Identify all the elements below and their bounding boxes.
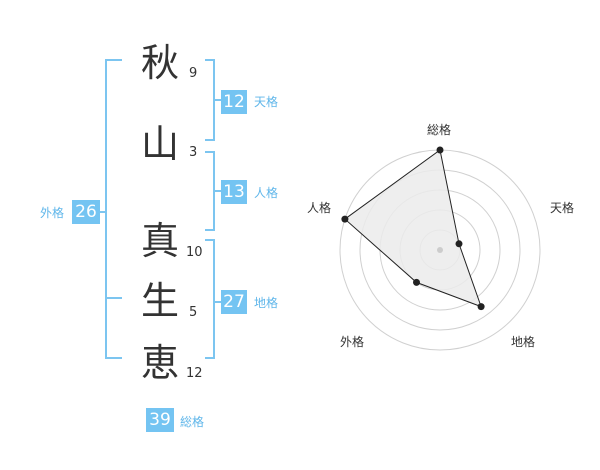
chikaku-label: 地格 [254,296,279,310]
soukaku-value: 39 [146,408,174,432]
radar-polygon [344,149,482,308]
gaikaku-label: 外格 [40,206,65,220]
chikaku-bracket [205,239,222,359]
stroke-count-1: 9 [189,66,198,81]
stroke-count-2: 3 [189,145,198,160]
char-2: 山 [141,122,180,166]
radar-axis-label-gaikaku: 外格 [340,335,365,349]
soukaku-label: 総格 [180,415,205,429]
char-4: 生 [141,279,180,323]
char-1: 秋 [141,41,180,85]
chikaku-value: 27 [221,290,247,314]
gaikaku-bracket [100,59,122,359]
jinkaku-value: 13 [221,180,247,204]
radar-axis-label-soukaku: 総格 [427,123,452,137]
radar-axis-label-tenkaku: 天格 [550,201,575,215]
tenkaku-value: 12 [221,90,247,114]
radar-chart [339,146,541,351]
char-5: 恵 [141,341,180,385]
stroke-count-4: 5 [189,305,198,320]
radar-point-3 [477,303,485,311]
tenkaku-label: 天格 [254,95,279,109]
radar-point-1 [436,146,444,154]
radar-axis-label-jinkaku: 人格 [307,201,332,215]
radar-axis-label-chikaku: 地格 [511,335,536,349]
radar-point-5 [341,215,349,223]
stroke-count-5: 12 [186,366,203,381]
radar-point-4 [413,278,420,286]
char-3: 真 [141,219,180,263]
stroke-count-3: 10 [186,245,203,260]
radar-center-point [437,247,443,253]
radar-point-2 [455,240,463,248]
jinkaku-bracket [205,151,222,231]
tenkaku-bracket [205,59,222,141]
gaikaku-value: 26 [72,200,100,224]
jinkaku-label: 人格 [254,186,279,200]
